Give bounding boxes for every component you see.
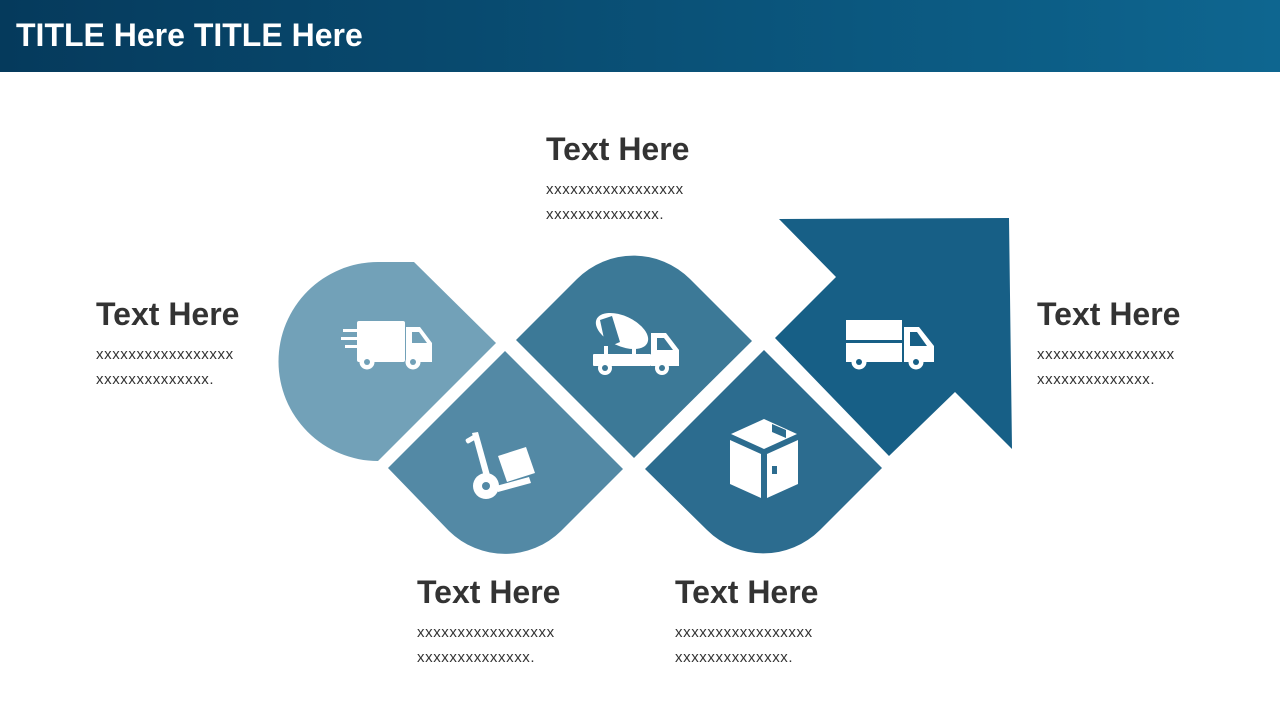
step-3-body-line-2: xxxxxxxxxxxxxx. [546,206,665,223]
step-2-label: Text Here xxxxxxxxxxxxxxxxx xxxxxxxxxxxx… [417,573,617,670]
step-4-body-line-1: xxxxxxxxxxxxxxxxx [675,624,813,641]
step-4-label: Text Here xxxxxxxxxxxxxxxxx xxxxxxxxxxxx… [675,573,875,670]
step-4-body: xxxxxxxxxxxxxxxxx xxxxxxxxxxxxxx. [675,620,875,670]
step-2-body: xxxxxxxxxxxxxxxxx xxxxxxxxxxxxxx. [417,620,617,670]
step-5-title: Text Here [1037,296,1181,332]
hand-truck-icon [465,432,535,499]
step-1-title: Text Here [96,296,240,332]
page-title: TITLE Here TITLE Here [16,17,363,53]
fast-delivery-truck-icon [341,321,432,370]
step-3-body-line-1: xxxxxxxxxxxxxxxxx [546,181,684,198]
package-box-icon [730,419,798,498]
step-5-body-line-1: xxxxxxxxxxxxxxxxx [1037,346,1175,363]
step-3-label: Text Here xxxxxxxxxxxxxxxxx xxxxxxxxxxxx… [546,130,746,227]
step-4-body-line-2: xxxxxxxxxxxxxx. [675,649,794,666]
step-4-shape [645,350,882,554]
step-2-body-line-1: xxxxxxxxxxxxxxxxx [417,624,555,641]
step-2-shape [388,351,623,554]
step-1-body: xxxxxxxxxxxxxxxxx xxxxxxxxxxxxxx. [96,342,296,392]
step-1-body-line-1: xxxxxxxxxxxxxxxxx [96,346,234,363]
step-5-label: Text Here xxxxxxxxxxxxxxxxx xxxxxxxxxxxx… [1037,295,1237,392]
step-2-body-line-2: xxxxxxxxxxxxxx. [417,649,536,666]
step-3-title: Text Here [546,131,690,167]
step-3-body: xxxxxxxxxxxxxxxxx xxxxxxxxxxxxxx. [546,177,746,227]
step-2-title: Text Here [417,574,561,610]
step-5-body: xxxxxxxxxxxxxxxxx xxxxxxxxxxxxxx. [1037,342,1237,392]
title-bar: TITLE Here TITLE Here [0,0,1280,72]
box-truck-icon [846,320,934,370]
step-1-body-line-2: xxxxxxxxxxxxxx. [96,371,215,388]
step-4-title: Text Here [675,574,819,610]
step-5-body-line-2: xxxxxxxxxxxxxx. [1037,371,1156,388]
step-1-label: Text Here xxxxxxxxxxxxxxxxx xxxxxxxxxxxx… [96,295,296,392]
concrete-mixer-truck-icon [593,312,679,375]
